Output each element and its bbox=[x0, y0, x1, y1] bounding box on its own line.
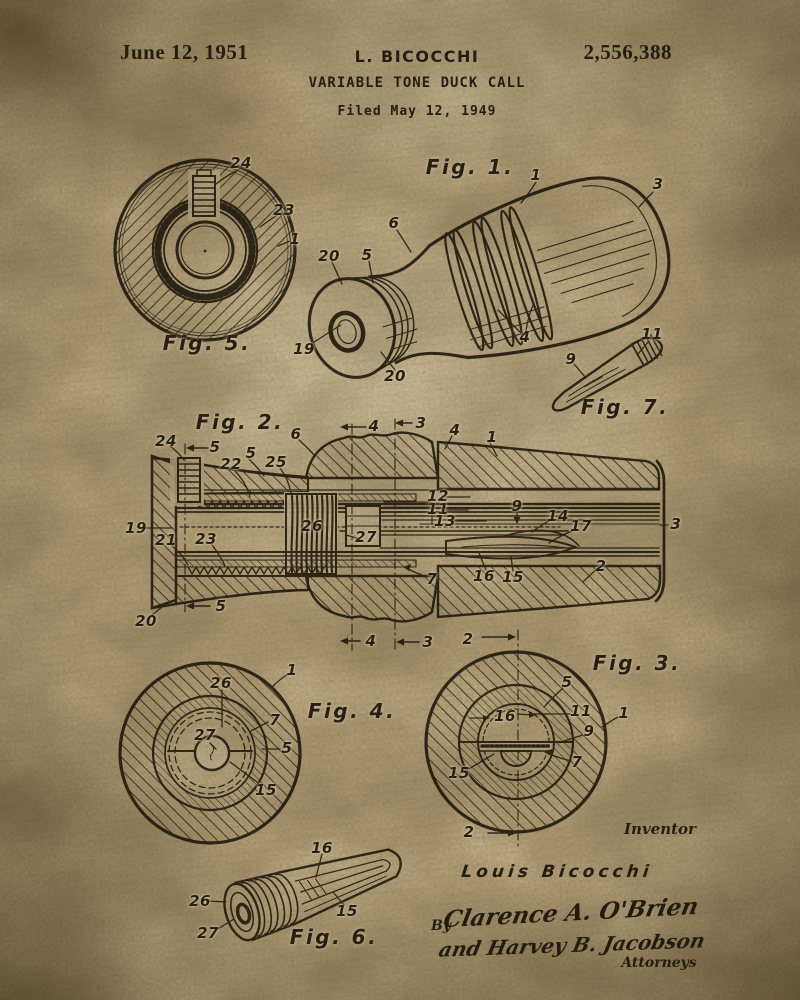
ref-numeral-fig2-16: 16 bbox=[473, 567, 495, 585]
ref-numeral-fig2-23: 23 bbox=[195, 530, 217, 548]
ref-numeral-fig2-13: 13 bbox=[434, 512, 456, 530]
ref-numeral-fig2-19: 19 bbox=[125, 519, 147, 537]
ref-numeral-fig2-27: 27 bbox=[355, 528, 377, 546]
patent-number: 2,556,388 bbox=[583, 40, 672, 64]
ref-numeral-fig3-7: 7 bbox=[571, 753, 583, 771]
ref-numeral-fig2-26: 26 bbox=[301, 517, 323, 535]
figure-label-fig5: Fig. 5. bbox=[162, 331, 252, 355]
ref-numeral-fig2-4: 4 bbox=[449, 421, 461, 439]
ref-numeral-fig2-17: 17 bbox=[570, 517, 592, 535]
ref-numeral-fig2-5: 5 bbox=[209, 438, 221, 456]
ref-numeral-fig2-4: 4 bbox=[368, 417, 380, 435]
ref-numeral-fig2-14: 14 bbox=[547, 507, 569, 525]
ref-numeral-fig5-23: 23 bbox=[273, 201, 295, 219]
ref-numeral-fig7-11: 11 bbox=[641, 325, 663, 343]
attorneys-caption: Attorneys bbox=[621, 955, 697, 971]
ref-numeral-fig4-1: 1 bbox=[286, 661, 298, 679]
ref-numeral-fig1-1: 1 bbox=[530, 166, 542, 184]
ref-numeral-fig2-5: 5 bbox=[245, 444, 257, 462]
issue-date: June 12, 1951 bbox=[120, 40, 249, 64]
inventor-signature: Louis Bicocchi bbox=[460, 862, 654, 882]
ref-numeral-fig2-25: 25 bbox=[265, 453, 287, 471]
ref-numeral-fig2-2: 2 bbox=[595, 557, 607, 575]
ref-numeral-fig1-3: 3 bbox=[652, 175, 664, 193]
ref-numeral-fig1-20: 20 bbox=[384, 367, 406, 385]
figure-label-fig7: Fig. 7. bbox=[580, 395, 670, 419]
ref-numeral-fig4-7: 7 bbox=[269, 711, 281, 729]
ref-numeral-fig3-11: 11 bbox=[570, 702, 592, 720]
ref-numeral-fig2-20: 20 bbox=[135, 612, 157, 630]
ref-numeral-fig5-1: 1 bbox=[289, 230, 301, 248]
ref-numeral-fig1-5: 5 bbox=[361, 246, 373, 264]
ref-numeral-fig2-4: 4 bbox=[365, 632, 377, 650]
ref-numeral-fig5-24: 24 bbox=[230, 154, 252, 172]
ref-numeral-fig2-24: 24 bbox=[155, 432, 177, 450]
ref-numeral-fig1-20: 20 bbox=[318, 247, 340, 265]
inventor-abbrev: L. BICOCCHI bbox=[354, 47, 480, 66]
ref-numeral-fig6-15: 15 bbox=[336, 902, 358, 920]
ref-numeral-fig2-6: 6 bbox=[290, 425, 302, 443]
ref-numeral-fig2-9: 9 bbox=[511, 497, 523, 515]
figure-label-fig2: Fig. 2. bbox=[195, 410, 285, 434]
ref-numeral-fig2-1: 1 bbox=[486, 428, 498, 446]
ref-numeral-fig2-3: 3 bbox=[670, 515, 682, 533]
ref-numeral-fig2-3: 3 bbox=[415, 414, 427, 432]
figure-label-fig6: Fig. 6. bbox=[289, 925, 379, 949]
figure-label-fig4: Fig. 4. bbox=[307, 699, 397, 723]
ref-numeral-fig1-19: 19 bbox=[293, 340, 315, 358]
ref-numeral-fig2-12: 12 bbox=[427, 487, 449, 505]
ref-numeral-fig2-11: 11 bbox=[427, 500, 449, 518]
figure-label-fig1: Fig. 1. bbox=[425, 155, 515, 179]
ref-numeral-fig4-26: 26 bbox=[210, 674, 232, 692]
ref-numeral-fig2-15: 15 bbox=[502, 568, 524, 586]
ref-numeral-fig6-16: 16 bbox=[311, 839, 333, 857]
by-label: By bbox=[431, 918, 451, 934]
ref-numeral-fig3-2: 2 bbox=[463, 823, 475, 841]
ref-numeral-fig2-21: 21 bbox=[155, 531, 177, 549]
ref-numeral-fig4-5: 5 bbox=[281, 739, 293, 757]
inventor-caption: Inventor bbox=[624, 820, 696, 838]
figure-label-fig3: Fig. 3. bbox=[592, 651, 682, 675]
ref-numeral-fig6-26: 26 bbox=[189, 892, 211, 910]
ref-numeral-fig7-9: 9 bbox=[565, 350, 577, 368]
filed-date: Filed May 12, 1949 bbox=[337, 104, 497, 119]
ref-numeral-fig1-6: 6 bbox=[388, 214, 400, 232]
ref-numeral-fig3-5: 5 bbox=[561, 673, 573, 691]
ref-numeral-fig3-15: 15 bbox=[448, 764, 470, 782]
ref-numeral-fig2-3: 3 bbox=[422, 633, 434, 651]
ref-numeral-fig6-27: 27 bbox=[197, 924, 219, 942]
ref-numeral-fig4-15: 15 bbox=[255, 781, 277, 799]
ref-numeral-fig1-4: 4 bbox=[519, 328, 531, 346]
ref-numeral-fig2-5: 5 bbox=[215, 597, 227, 615]
ref-numeral-fig2-22: 22 bbox=[220, 455, 242, 473]
ref-numeral-fig3-9: 9 bbox=[583, 722, 595, 740]
ref-numeral-fig4-27: 27 bbox=[194, 726, 216, 744]
ref-numeral-fig2-2: 2 bbox=[462, 630, 474, 648]
ref-numeral-fig3-16: 16 bbox=[494, 707, 516, 725]
ref-numeral-fig3-1: 1 bbox=[618, 704, 630, 722]
invention-title: VARIABLE TONE DUCK CALL bbox=[308, 75, 526, 91]
ref-numeral-fig2-7: 7 bbox=[426, 570, 438, 588]
